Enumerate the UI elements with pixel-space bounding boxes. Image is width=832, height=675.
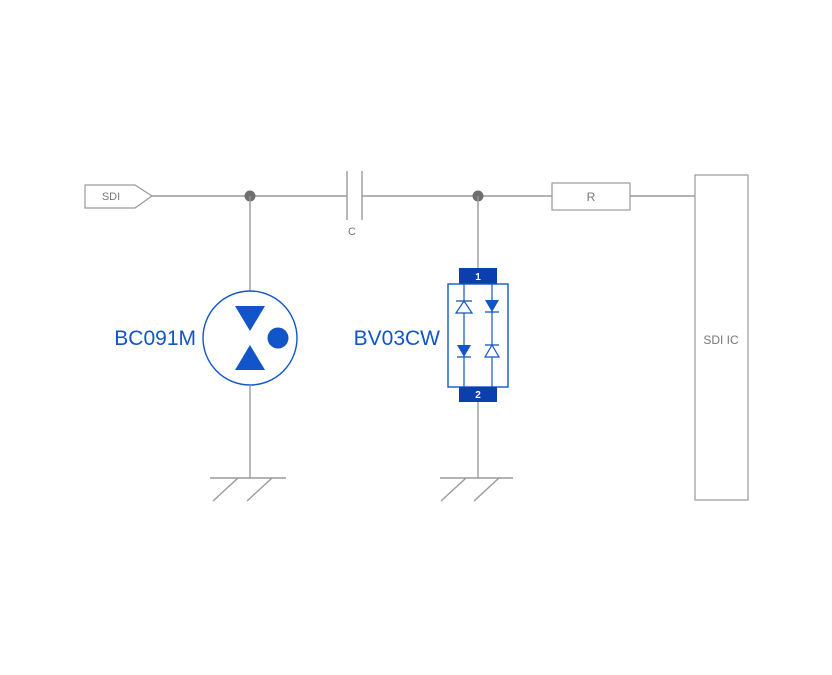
capacitor-label: C — [348, 226, 356, 238]
capacitor: C — [346, 171, 363, 238]
bv03cw-diode-bl — [457, 345, 471, 357]
ic-body — [694, 174, 749, 501]
resistor-label: R — [587, 190, 596, 204]
resistor: R — [551, 182, 631, 211]
bc091m-dot — [267, 327, 289, 349]
bv03cw-pin1-label: 1 — [475, 272, 481, 283]
ground-symbol-2 — [440, 477, 513, 502]
ground2-slash-left — [440, 477, 467, 502]
tvs-diode-bc091m: BC091M — [114, 196, 298, 478]
bc091m-label: BC091M — [114, 327, 196, 350]
ground1-slash-right — [246, 477, 273, 502]
ic-label: SDI IC — [703, 333, 739, 347]
esd-array-bv03cw: 1 2 BV03CW — [354, 196, 509, 478]
ground1-slash-left — [212, 477, 239, 502]
ground2-slash-right — [473, 477, 500, 502]
bv03cw-body — [447, 283, 509, 388]
sdi-connector-label: SDI — [102, 191, 120, 203]
sdi-connector-shape — [84, 184, 154, 209]
bc091m-triangle-top — [235, 306, 265, 331]
resistor-body — [551, 182, 631, 211]
bv03cw-pin2 — [459, 387, 497, 402]
bv03cw-label: BV03CW — [354, 327, 441, 350]
bv03cw-diode-tr — [485, 300, 499, 312]
bc091m-triangle-bottom — [235, 345, 265, 370]
bv03cw-diode-br — [483, 343, 501, 358]
sdi-ic: SDI IC — [694, 174, 749, 501]
bv03cw-diode-tl — [454, 299, 474, 314]
sdi-input-connector: SDI — [84, 184, 154, 209]
ground-symbol-1 — [210, 477, 286, 502]
bv03cw-pin2-label: 2 — [475, 390, 481, 401]
bv03cw-pin1 — [459, 268, 497, 284]
